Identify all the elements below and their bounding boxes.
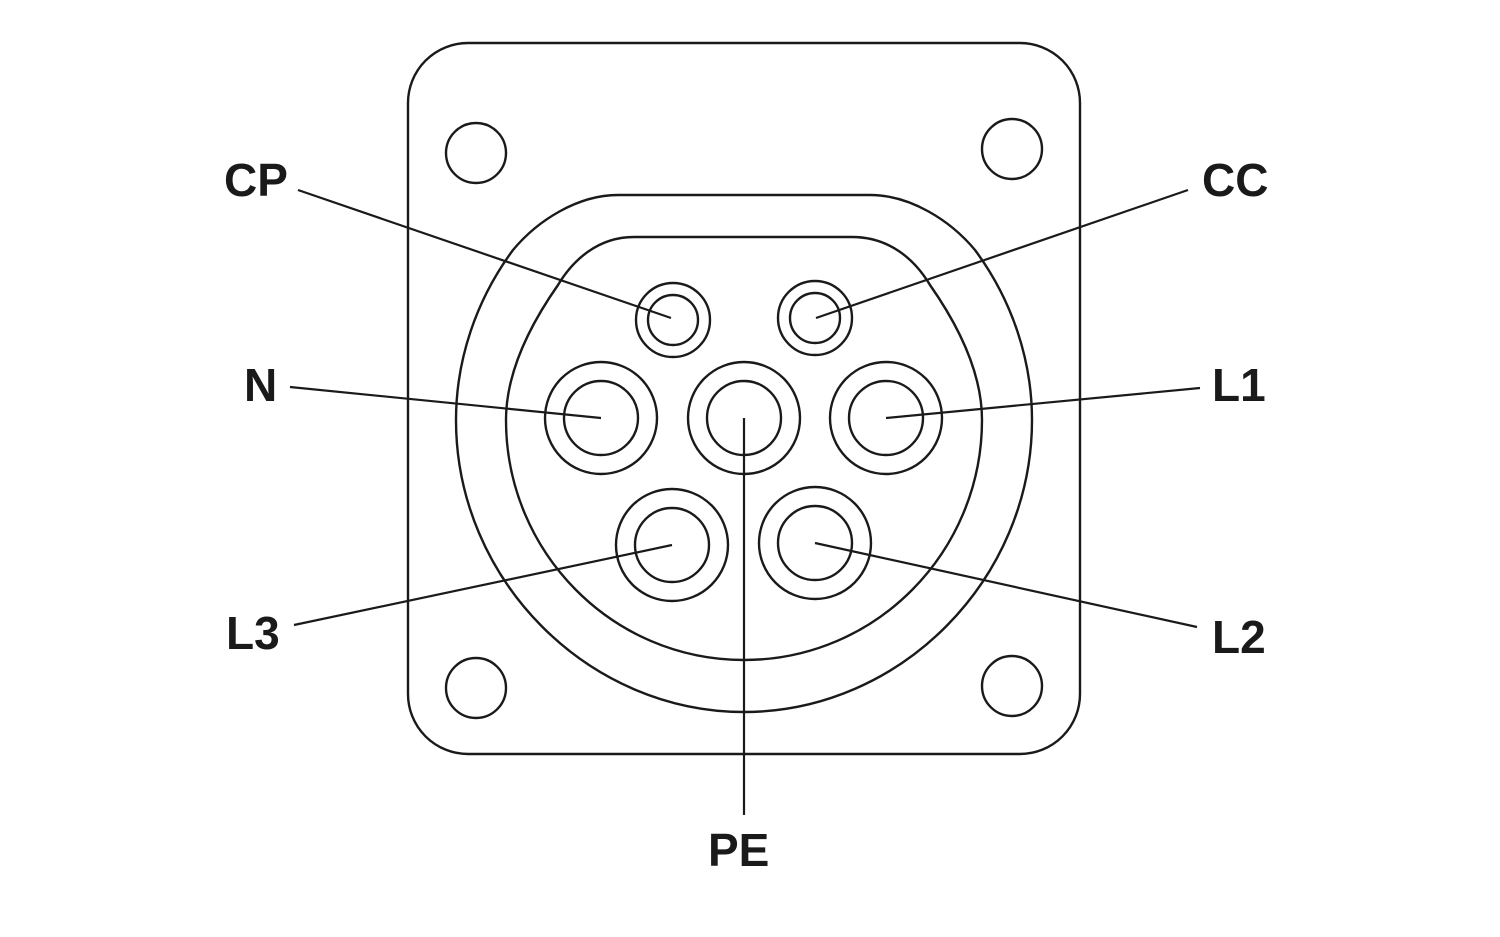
pin-l2 xyxy=(757,485,873,601)
mounting-hole-top-right xyxy=(980,117,1044,181)
leader-cc xyxy=(815,188,1189,320)
label-l3: L3 xyxy=(226,607,280,659)
leader-l2 xyxy=(814,541,1198,629)
pin-l1 xyxy=(828,360,944,476)
label-l2: L2 xyxy=(1212,611,1266,663)
pin-l3 xyxy=(614,487,730,603)
mounting-hole-top-left xyxy=(444,121,508,185)
label-cc: CC xyxy=(1202,154,1268,206)
leader-cp xyxy=(297,188,672,320)
leader-n xyxy=(289,385,602,420)
pin-cc xyxy=(776,279,854,357)
mounting-hole-bottom-right xyxy=(980,654,1044,718)
pin-n xyxy=(543,360,659,476)
leader-l1 xyxy=(885,386,1201,420)
leader-l3 xyxy=(293,543,673,627)
label-l1: L1 xyxy=(1212,359,1266,411)
label-cp: CP xyxy=(224,154,288,206)
pin-cp xyxy=(634,281,712,359)
label-n: N xyxy=(244,359,277,411)
label-pe: PE xyxy=(708,824,769,876)
mounting-hole-bottom-left xyxy=(444,656,508,720)
